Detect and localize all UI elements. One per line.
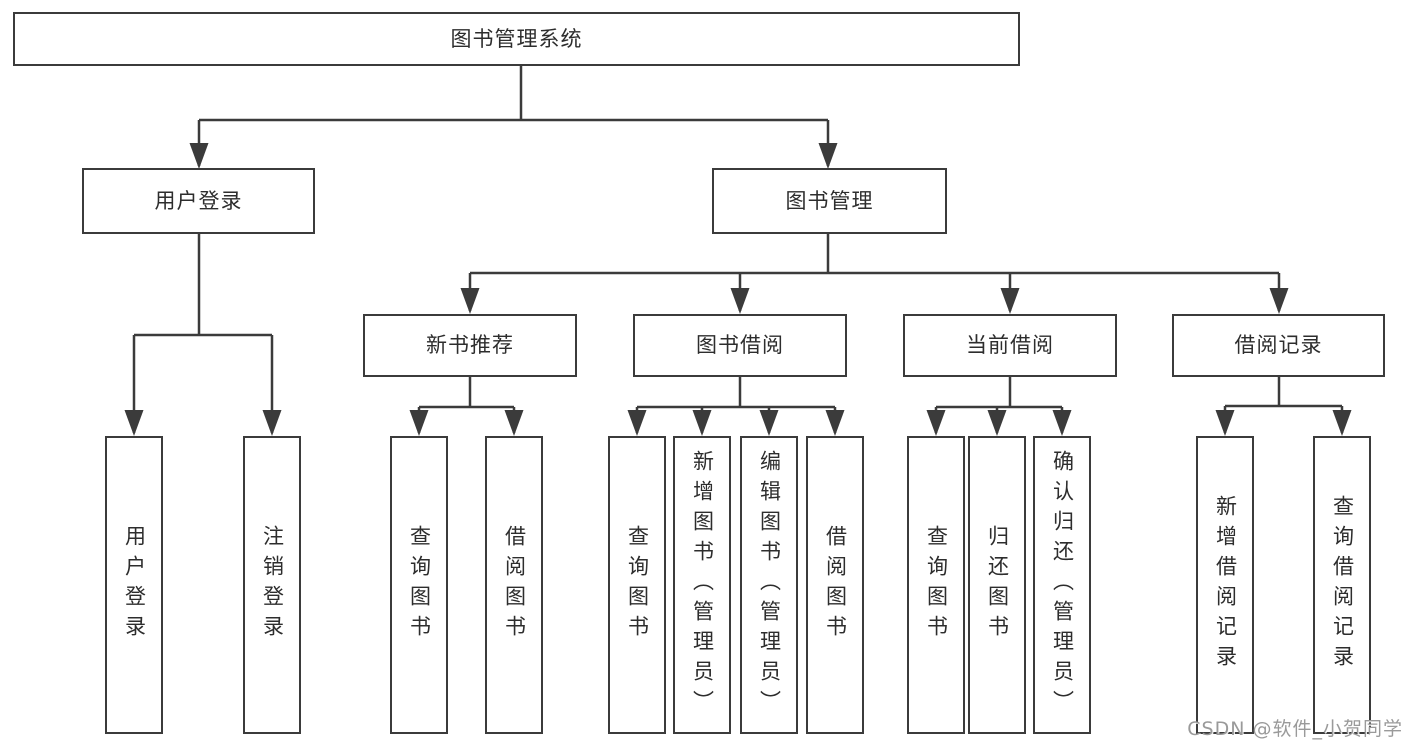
node-user-login: 用户登录 xyxy=(82,168,315,234)
node-book-borrow: 图书借阅 xyxy=(633,314,847,377)
leaf-br-add-record: 新增借阅记录 xyxy=(1196,436,1254,734)
leaf-bb-edit-book: 编辑图书（管理员） xyxy=(740,436,798,734)
leaf-bb-query-book: 查询图书 xyxy=(608,436,666,734)
node-current-borrow: 当前借阅 xyxy=(903,314,1117,377)
leaf-nb-query-book: 查询图书 xyxy=(390,436,448,734)
node-new-book-rec: 新书推荐 xyxy=(363,314,577,377)
leaf-bb-borrow-book: 借阅图书 xyxy=(806,436,864,734)
leaf-logout: 注销登录 xyxy=(243,436,301,734)
leaf-cb-query-book: 查询图书 xyxy=(907,436,965,734)
leaf-cb-return-book: 归还图书 xyxy=(968,436,1026,734)
arrowheads xyxy=(124,143,1352,436)
node-borrow-records: 借阅记录 xyxy=(1172,314,1385,377)
leaf-nb-borrow-book: 借阅图书 xyxy=(485,436,543,734)
node-system-root: 图书管理系统 xyxy=(13,12,1020,66)
leaf-br-query-record: 查询借阅记录 xyxy=(1313,436,1371,734)
csdn-watermark: CSDN @软件_小贺同学 xyxy=(1187,718,1403,740)
node-book-mgmt: 图书管理 xyxy=(712,168,947,234)
leaf-user-login: 用户登录 xyxy=(105,436,163,734)
leaf-bb-add-book: 新增图书（管理员） xyxy=(673,436,731,734)
leaf-cb-confirm-return: 确认归还（管理员） xyxy=(1033,436,1091,734)
